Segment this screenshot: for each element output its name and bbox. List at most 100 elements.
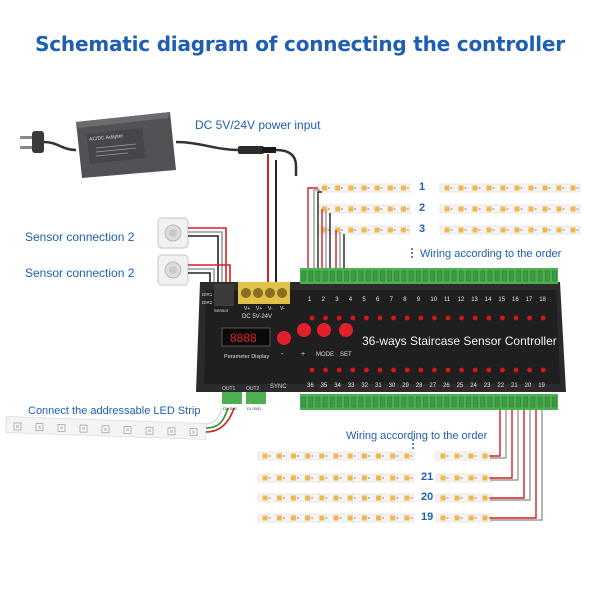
bottomTerminal-slot [437,396,443,408]
top-channel-number: 15 [498,297,505,303]
dir2-label: DIR2 [202,300,213,305]
top-channel-number: 1 [308,297,312,303]
bottom-channel-number: 19 [538,383,545,389]
topTerminal-slot [437,270,443,282]
bottom-strip-4-right-resistor [488,517,491,519]
sensor-top [157,217,189,249]
bottom-strip-3-right-led [440,495,446,501]
top-strip-1-left-resistor [367,187,370,189]
top-strip-3-left-led [374,227,380,233]
top-strip-3-right-led [542,227,548,233]
bottom-strip-3-right [435,493,493,503]
top-strip-2-right-led [570,206,576,212]
indicator-led [336,367,342,373]
bottomTerminal-slot [501,396,507,408]
power-input-label: DC 5V/24V power input [195,118,321,132]
top-strip-1-right-resistor [492,187,495,189]
bottom-strip-1-left-resistor [367,455,370,457]
bottom-strip-number-20: 20 [421,491,434,503]
indicator-led [377,315,383,321]
topTerminal-slot [337,270,342,282]
sensor-terminal [214,284,234,306]
minus-label: - [281,351,284,358]
top-strip-3-left-led [348,227,354,233]
bottom-strip-2-right-resistor [460,477,463,479]
top-channel-number: 7 [390,297,394,303]
bottom-strip-2-left-led [319,475,325,481]
top-strip-3-right-led [556,227,562,233]
plus-button[interactable] [297,323,311,337]
top-strip-3-right-resistor [534,229,537,231]
controller-name: 36-ways Staircase Sensor Controller [362,334,557,348]
top-strip-3-left-led [322,227,328,233]
bottom-strip-3-left-led [390,495,396,501]
indicator-led [527,367,532,373]
bottom-strip-3-right-led [454,495,460,501]
top-strip-1-left-resistor [406,187,409,189]
top-strip-1-right-resistor [450,187,453,189]
top-strip-1-right-resistor [464,187,467,189]
bottom-strip-3-left-resistor [396,497,399,499]
topTerminal-slot [372,270,378,282]
indicator-led [486,315,492,321]
bottom-strip-1-left-led [305,453,311,459]
bottom-strip-3-left-resistor [339,497,342,499]
topTerminal-slot [466,270,471,282]
bottom-strip-2-right-resistor [446,477,449,479]
top-strip-1-right-led [458,185,464,191]
top-strip-1-left-led [348,185,354,191]
bottom-strip-1-left-resistor [382,455,385,457]
bottom-strip-1-left-led [347,453,353,459]
top-strip-3-right-resistor [548,229,551,231]
bottomTerminal-slot [444,396,450,408]
bottom-strip-2-left-led [262,475,268,481]
indicator-led [309,367,315,373]
top-strip-3-left-resistor [341,229,343,231]
bottom-strip-4-left-resistor [268,517,271,519]
addressable-led-core [148,429,151,433]
bottom-strip-3-right-resistor [474,497,477,499]
indicator-led [459,367,464,373]
top-strip-wires [307,187,345,272]
bottom-strip-3-left-resistor [367,497,370,499]
indicator-led [472,367,478,373]
top-strip-1-left-resistor [380,187,383,189]
top-strip-1-right-led [528,185,534,191]
top-strip-2-right-tape [439,204,581,214]
top-strip-2-left-led [361,206,367,212]
top-strip-3-right [439,225,581,235]
indicator-led [500,315,505,321]
out2-label: OUT2 [246,386,260,392]
top-strip-1-right-led [514,185,520,191]
set-button[interactable] [339,323,353,337]
bottom-strip-3-left-resistor [325,497,328,499]
sync-label: SYNC [270,384,287,390]
bottom-strip-wires [490,410,543,521]
minus-button[interactable] [277,331,291,345]
topTerminal-slot [315,270,321,282]
bottomTerminal-slot [480,396,486,408]
bottom-strip-1-left-led [262,453,268,459]
top-terminal-block [300,268,558,284]
top-strip-3-left-resistor [393,229,396,231]
bottomTerminal-slot [380,396,385,408]
top-strip-3-left-led [400,227,406,233]
top-strip-1-left [317,183,411,193]
top-strip-number-3: 3 [419,223,426,235]
bottomTerminal-slot [408,396,414,408]
bottom-strip-2-left-led [347,475,353,481]
top-strip-1-right [439,183,581,193]
addressable-led-core [82,427,85,431]
top-strip-1-left-resistor [393,187,396,189]
top-strip-1-right-resistor [534,187,537,189]
top-strip-1-left-resistor [327,187,330,189]
top-strip-2-left-resistor [380,208,383,210]
mode-button[interactable] [317,323,331,337]
indicator-led [391,367,396,373]
bottom-strip-4-left [257,513,415,523]
top-strip-2-right-led [444,206,450,212]
topTerminal-slot [351,270,357,282]
top-strip-1-left-led [322,185,328,191]
top-strip-3-right-led [458,227,464,233]
bottom-strip-2-left-resistor [325,477,328,479]
